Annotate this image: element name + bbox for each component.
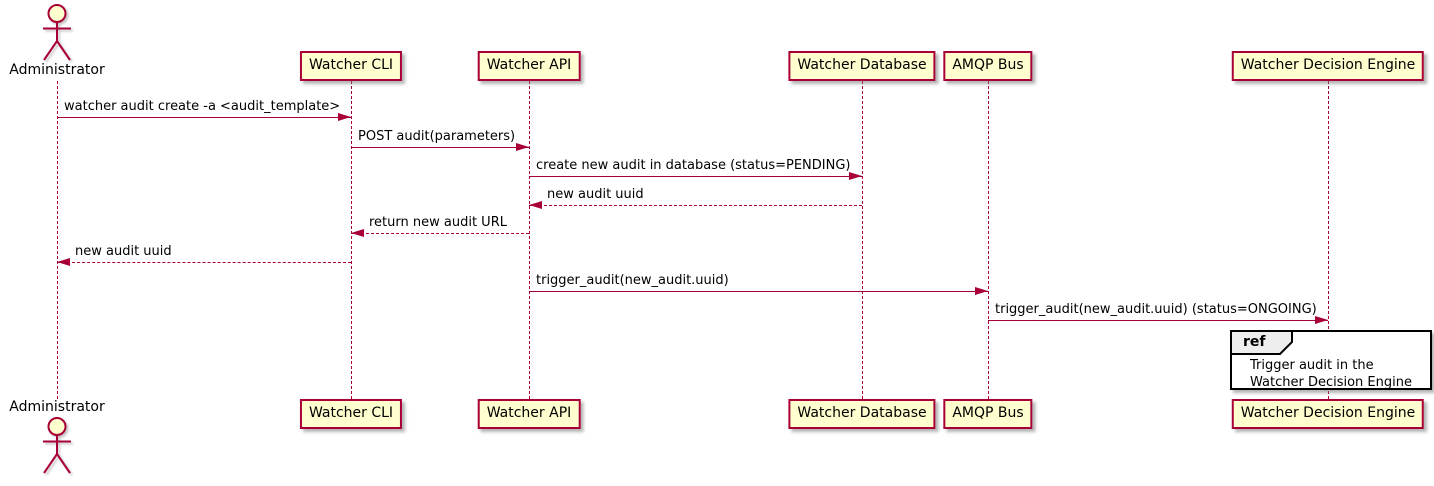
message-5-label: return new audit URL bbox=[369, 215, 507, 230]
lifeline-api bbox=[529, 81, 530, 399]
message-3-arrowhead-icon bbox=[849, 172, 862, 180]
message-3-line bbox=[529, 176, 862, 177]
actor-stick-figure-icon bbox=[43, 4, 71, 61]
message-5-arrowhead-icon bbox=[351, 229, 364, 237]
participant-api-bottom: Watcher API bbox=[477, 399, 581, 429]
participant-db-top: Watcher Database bbox=[788, 51, 936, 81]
actor-figure-bottom bbox=[37, 416, 77, 482]
ref-keyword: ref bbox=[1243, 334, 1266, 350]
lifeline-cli bbox=[351, 81, 352, 399]
participant-cli-bottom: Watcher CLI bbox=[299, 399, 403, 429]
message-5-line bbox=[351, 233, 529, 234]
participant-api-top: Watcher API bbox=[477, 51, 581, 81]
message-8-label: trigger_audit(new_audit.uuid) (status=ON… bbox=[995, 302, 1317, 317]
ref-text-line-2: Watcher Decision Engine bbox=[1250, 375, 1412, 390]
participant-wde-bottom: Watcher Decision Engine bbox=[1231, 399, 1425, 429]
message-1-label: watcher audit create -a <audit_template> bbox=[64, 99, 341, 114]
message-8-line bbox=[988, 320, 1328, 321]
message-6-line bbox=[57, 262, 351, 263]
lifeline-wde bbox=[1328, 81, 1329, 399]
message-4-label: new audit uuid bbox=[547, 187, 644, 202]
participant-wde-top: Watcher Decision Engine bbox=[1231, 51, 1425, 81]
actor-stick-figure-icon bbox=[43, 417, 71, 474]
ref-tab-shape bbox=[1230, 330, 1293, 355]
message-1-arrowhead-icon bbox=[338, 113, 351, 121]
message-2-label: POST audit(parameters) bbox=[358, 129, 516, 144]
message-8-arrowhead-icon bbox=[1315, 316, 1328, 324]
message-7-label: trigger_audit(new_audit.uuid) bbox=[536, 273, 729, 288]
ref-text-line-1: Trigger audit in the bbox=[1250, 358, 1374, 373]
message-2-line bbox=[351, 147, 529, 148]
lifeline-administrator bbox=[57, 81, 58, 399]
actor-label-top: Administrator bbox=[9, 62, 105, 78]
actor-figure-top bbox=[37, 3, 77, 69]
actor-label-bottom: Administrator bbox=[9, 399, 105, 415]
participant-db-bottom: Watcher Database bbox=[788, 399, 936, 429]
message-3-label: create new audit in database (status=PEN… bbox=[536, 158, 851, 173]
message-4-arrowhead-icon bbox=[529, 201, 542, 209]
lifeline-db bbox=[862, 81, 863, 399]
participant-cli-top: Watcher CLI bbox=[299, 51, 403, 81]
participant-amqp-bottom: AMQP Bus bbox=[943, 399, 1033, 429]
message-6-label: new audit uuid bbox=[75, 244, 172, 259]
message-1-line bbox=[57, 117, 351, 118]
participant-amqp-top: AMQP Bus bbox=[943, 51, 1033, 81]
lifeline-amqp bbox=[988, 81, 989, 399]
message-4-line bbox=[529, 205, 862, 206]
message-7-line bbox=[529, 291, 988, 292]
message-7-arrowhead-icon bbox=[975, 287, 988, 295]
message-6-arrowhead-icon bbox=[57, 258, 70, 266]
message-2-arrowhead-icon bbox=[516, 143, 529, 151]
